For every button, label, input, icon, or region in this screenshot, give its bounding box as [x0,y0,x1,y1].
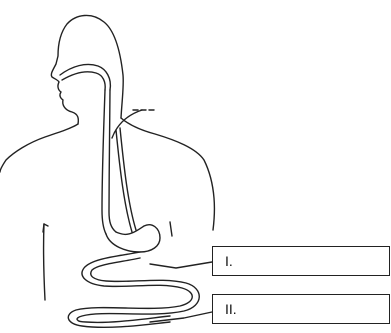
stomach [106,225,160,252]
duct-line [116,130,132,232]
oral-cavity-inner [62,72,105,90]
pointer-line-1 [150,262,212,268]
head-outline [51,15,123,124]
esophagus-right-wall [109,90,116,232]
label-box-1[interactable]: I. [212,246,390,276]
left-shoulder-outline [0,124,78,172]
right-shoulder-outline [121,118,214,230]
label-2-text: II. [225,301,237,317]
esophagus-left-wall [102,90,106,234]
label-1-text: I. [225,253,233,269]
left-body-line [44,224,45,300]
label-box-2[interactable]: II. [212,294,390,324]
small-intestine [68,252,192,327]
stomach-mark [170,222,172,236]
